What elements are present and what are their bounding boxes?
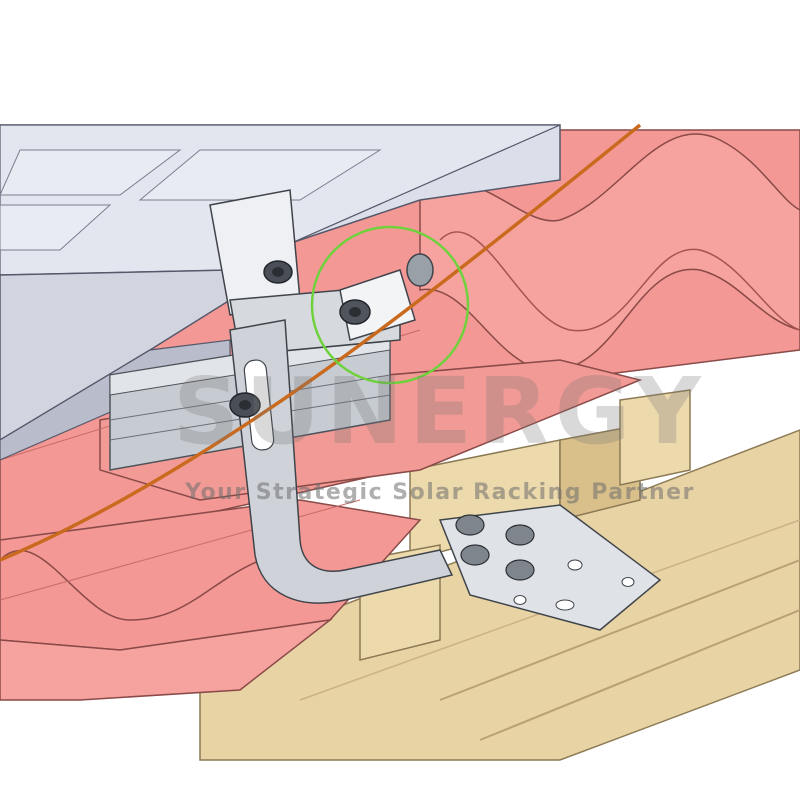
screw-icon [505, 524, 535, 546]
nut-icon [406, 253, 434, 287]
highlight-circle [310, 225, 470, 385]
screw-icon [505, 559, 535, 581]
screw-icon [460, 544, 490, 566]
grounding-cable [0, 123, 642, 562]
batten-block-2 [619, 389, 691, 486]
grounding-clip [339, 253, 434, 341]
panel-frame [0, 269, 231, 441]
screw-icon [455, 514, 485, 536]
roof-hook [229, 319, 454, 604]
solar-panel [0, 124, 561, 461]
base-plate [438, 504, 662, 631]
